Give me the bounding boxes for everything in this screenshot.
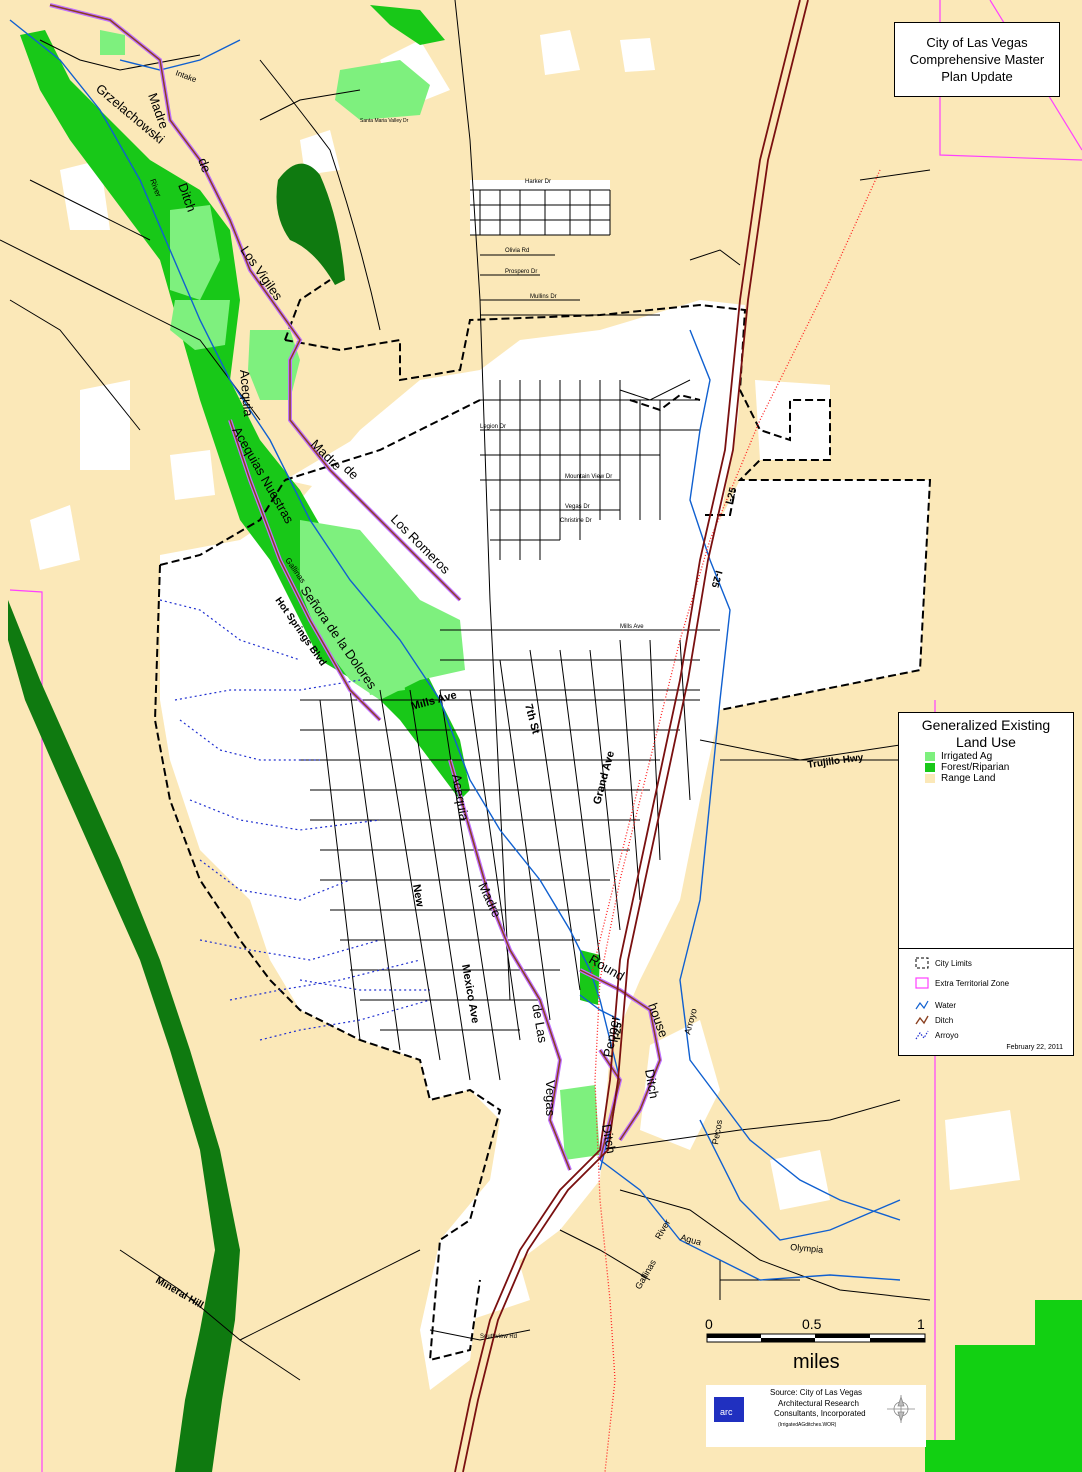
- legend-box: Generalized Existing Land Use Irrigated …: [898, 712, 1074, 1056]
- forest-patch-north: [276, 163, 345, 285]
- legend-label-etz: Extra Territorial Zone: [935, 978, 1010, 988]
- label-vegas-dr: Vegas Dr: [565, 504, 590, 510]
- scale-tick-05: 0.5: [802, 1316, 822, 1332]
- legend-label-city-limits: City Limits: [935, 958, 972, 968]
- legend-item-irrigated: Irrigated Ag: [925, 751, 1073, 762]
- label-vegas: Vegas: [543, 1080, 558, 1117]
- label-olivia-rd: Olivia Rd: [505, 248, 529, 254]
- label-de-las-vegas: de Las: [529, 1003, 551, 1045]
- label-new: New: [410, 883, 426, 908]
- swatch-range: [925, 774, 935, 783]
- legend-line-etz: Extra Territorial Zone: [915, 977, 1009, 989]
- city-limits-symbol: [915, 957, 929, 969]
- label-ditch-pepper: Ditch: [599, 1123, 619, 1155]
- arc-logo-text: arc: [720, 1407, 733, 1417]
- label-mountain-view-dr: Mountain View Dr: [565, 474, 612, 480]
- legend-line-ditch: Ditch: [915, 1014, 953, 1026]
- label-ditch-low: Ditch: [642, 1068, 662, 1100]
- scale-unit: miles: [793, 1351, 840, 1373]
- swatch-forest: [925, 763, 935, 772]
- label-pecos: Pecos: [710, 1118, 724, 1145]
- ditch-symbol: [915, 1015, 929, 1025]
- label-i25-a: I-25: [724, 486, 739, 506]
- legend-label-ditch: Ditch: [935, 1015, 954, 1025]
- irrigated-ag: [100, 30, 600, 1160]
- map-title-box: City of Las Vegas Comprehensive Master P…: [894, 22, 1060, 97]
- legend-label-irrigated: Irrigated Ag: [941, 751, 993, 762]
- legend-divider: [899, 948, 1073, 949]
- water-lines: [9, 19, 901, 1281]
- legend-title: Generalized Existing Land Use: [899, 717, 1073, 751]
- arroyo-symbol: [915, 1030, 929, 1040]
- legend-line-water: Water: [915, 999, 956, 1011]
- legend-item-forest: Forest/Riparian: [925, 762, 1073, 773]
- legend-label-forest: Forest/Riparian: [941, 762, 1010, 773]
- title-line-1: City of Las Vegas: [926, 35, 1028, 50]
- source-line-1: Source: City of Las Vegas: [770, 1388, 862, 1397]
- label-prospero-dr: Prospero Dr: [505, 269, 537, 275]
- legend-title-line-2: Land Use: [956, 734, 1016, 750]
- north-arrow-icon: [887, 1395, 915, 1423]
- swatch-irrigated: [925, 752, 935, 761]
- legend-item-range: Range Land: [925, 773, 1073, 784]
- scale-tick-1: 1: [917, 1316, 925, 1332]
- scale-bar: 0 0.5 1 miles: [705, 1313, 935, 1373]
- legend-title-line-1: Generalized Existing: [921, 717, 1051, 733]
- legend-date: February 22, 2011: [1006, 1044, 1063, 1051]
- source-graphic: arc Source: City of Las Vegas Architectu…: [714, 1388, 915, 1428]
- label-southview-rd: Southview Rd: [480, 1334, 517, 1340]
- legend-line-city-limits: City Limits: [915, 957, 972, 969]
- legend-line-arroyo: Arroyo: [915, 1029, 959, 1041]
- ditches: [49, 3, 663, 1171]
- scale-bar-graphic: 0 0.5 1 miles: [705, 1316, 926, 1373]
- source-line-3: Consultants, Incorporated: [774, 1409, 866, 1418]
- legend-label-water: Water: [935, 1000, 957, 1010]
- label-christine-dr: Christine Dr: [560, 518, 592, 524]
- arroyos: [159, 599, 431, 1041]
- label-de-top: de: [195, 156, 214, 175]
- scale-tick-0: 0: [705, 1316, 713, 1332]
- etz-symbol: [915, 977, 929, 989]
- label-olympia: Olympia: [790, 1242, 824, 1255]
- source-box: arc Source: City of Las Vegas Architectu…: [706, 1385, 926, 1447]
- interstate-25: [454, 0, 809, 1472]
- forest-band-west: [8, 600, 240, 1472]
- label-pepper: Pepper: [600, 1014, 622, 1059]
- legend-label-range: Range Land: [941, 773, 996, 784]
- label-i25-c: I-25: [612, 1022, 624, 1041]
- title-line-3: Plan Update: [941, 69, 1013, 84]
- title-line-2: Comprehensive Master: [909, 52, 1045, 67]
- label-mullins-dr: Mullins Dr: [530, 294, 557, 300]
- railroads: [589, 169, 881, 1472]
- label-santa-maria: Santa Maria Valley Dr: [360, 118, 409, 124]
- source-file: (IrrigatedAGditches.WOR): [778, 1422, 837, 1428]
- label-harker-dr: Harker Dr: [525, 179, 551, 185]
- source-line-2: Architectural Research: [778, 1399, 859, 1408]
- label-i25-b: I-25: [709, 569, 724, 589]
- water-symbol: [915, 1000, 929, 1010]
- label-legion-dr: Legion Dr: [480, 424, 506, 430]
- legend-label-arroyo: Arroyo: [935, 1030, 959, 1040]
- label-mills-ave-e: Mills Ave: [620, 624, 644, 630]
- arc-logo: [714, 1397, 744, 1422]
- label-acequia-2: Acequia: [237, 369, 256, 418]
